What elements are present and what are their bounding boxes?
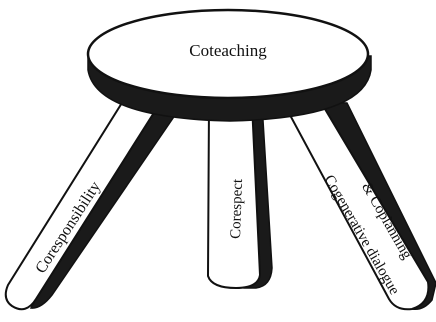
leg-middle <box>207 103 273 289</box>
leg-middle-face <box>207 103 261 289</box>
leg-left-face <box>4 97 163 311</box>
leg-left <box>4 97 186 311</box>
seat <box>86 8 372 122</box>
seat-top <box>86 8 370 100</box>
leg-right-face <box>282 101 430 311</box>
leg-middle-label: Corespect <box>228 178 246 239</box>
leg-left-shadow <box>29 97 186 309</box>
seat-label: Coteaching <box>189 41 267 60</box>
leg-right <box>282 101 436 311</box>
